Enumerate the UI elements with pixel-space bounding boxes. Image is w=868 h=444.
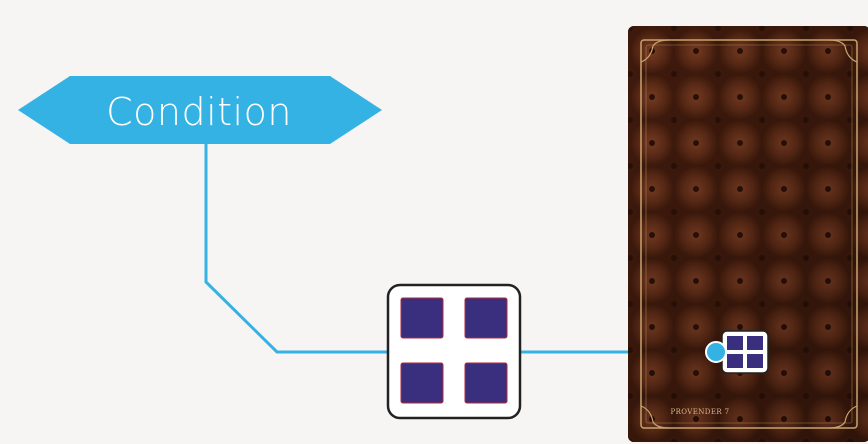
corner-ornament-bottom-left — [640, 405, 670, 429]
condition-label-shape — [18, 76, 382, 144]
connector-endpoint-dot — [705, 341, 727, 363]
connector-line-label-to-tile — [204, 140, 390, 354]
corner-ornament-top-left — [640, 39, 670, 63]
game-card-back: PROVENDER 7 — [628, 26, 868, 442]
condition-label: Condition — [18, 76, 382, 144]
four-squares-icon — [386, 283, 522, 420]
card-caption: PROVENDER 7 — [671, 408, 730, 416]
small-four-squares-icon — [721, 330, 769, 374]
corner-ornament-bottom-right — [828, 405, 858, 429]
card-frame — [640, 39, 858, 429]
corner-ornament-top-right — [828, 39, 858, 63]
condition-label-text: Condition — [106, 90, 292, 134]
